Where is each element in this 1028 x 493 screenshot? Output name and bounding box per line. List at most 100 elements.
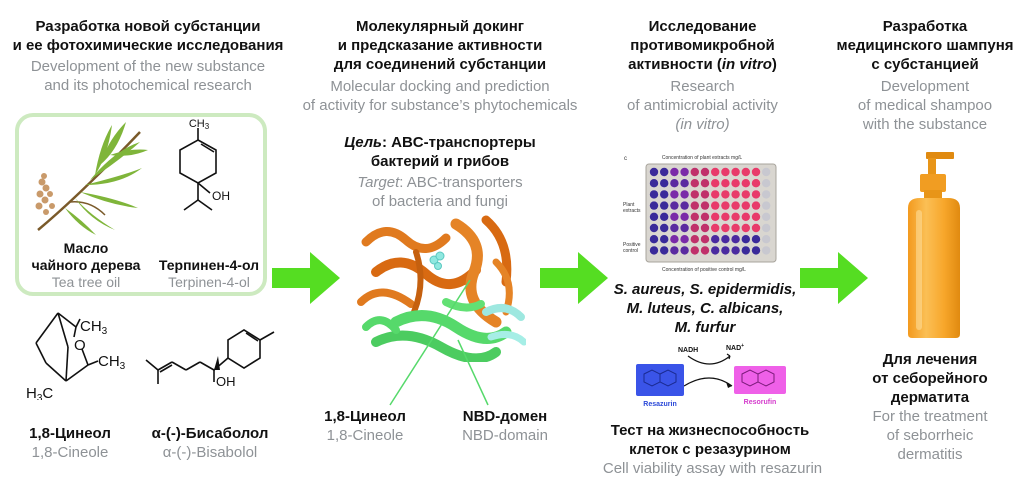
plate-well bbox=[762, 223, 771, 233]
plate-well bbox=[649, 235, 659, 244]
plate-well bbox=[700, 179, 710, 188]
plate-well bbox=[751, 179, 761, 188]
assay-ru-line1: Тест на жизнеспособность bbox=[610, 422, 810, 439]
col4-title-ru: Разработка медицинского шампуня с субста… bbox=[830, 17, 1020, 74]
col2-title-ru-line1: Молекулярный докинг bbox=[355, 18, 525, 35]
plate-well bbox=[680, 201, 689, 210]
col4-title-ru-line2: медицинского шампуня bbox=[836, 37, 1014, 54]
tea-tree-oil-frame bbox=[15, 113, 267, 296]
col1-title-ru-line1: Разработка новой субстанции bbox=[35, 18, 261, 35]
plate-well bbox=[660, 190, 669, 199]
col3-title-ru-line1: Исследование bbox=[648, 18, 757, 35]
plate-side-label-3: Positive bbox=[623, 242, 641, 248]
assay-ru-line2: клеток с резазурином bbox=[629, 441, 791, 458]
col3-title-ru-italic: in vitro bbox=[721, 56, 772, 73]
microbe-line3: M. furfur bbox=[674, 319, 736, 336]
plate-side-label-1: Plant bbox=[623, 202, 635, 208]
col3-title-en-line2: of antimicrobial activity bbox=[627, 97, 778, 114]
resazurin-reaction: NADH NAD+ Resazurin Resorufin bbox=[636, 343, 786, 408]
plate-well bbox=[680, 179, 689, 188]
plate-well bbox=[751, 223, 761, 233]
plate-well bbox=[690, 167, 699, 177]
plate-well bbox=[711, 223, 720, 233]
plate-well bbox=[762, 179, 771, 188]
col4-use-en-line3: dermatitis bbox=[897, 446, 963, 463]
microbe-line2: M. luteus, C. albicans, bbox=[626, 300, 784, 317]
assay-label-ru: Тест на жизнеспособность клеток с резазу… bbox=[590, 421, 830, 459]
col3-title-ru: Исследование противомикробной активности… bbox=[595, 17, 810, 74]
plate-well bbox=[649, 223, 659, 233]
plate-well bbox=[660, 235, 669, 244]
col3-title-ru-line3-a: активности ( bbox=[628, 56, 722, 73]
plate-well bbox=[741, 235, 750, 244]
col4-use-ru-line3: дерматита bbox=[890, 389, 970, 406]
flow-arrow-3 bbox=[800, 252, 868, 304]
plate-well bbox=[731, 223, 740, 233]
plate-well bbox=[751, 190, 761, 199]
plate-well bbox=[721, 212, 730, 221]
col1-title-en: Development of the new substance and its… bbox=[8, 57, 288, 95]
col2-title-en: Molecular docking and prediction of acti… bbox=[278, 77, 602, 115]
microplate-image: c Concentration of plant extracts mg/L C… bbox=[622, 150, 780, 274]
plate-bottom-label: Concentration of positive control mg/L bbox=[662, 267, 746, 273]
target-ru-label: Цель bbox=[344, 134, 382, 151]
plate-well bbox=[690, 212, 699, 221]
microbe-list: S. aureus, S. epidermidis, M. luteus, C.… bbox=[600, 280, 810, 337]
plate-well bbox=[762, 201, 771, 210]
col1-title-en-line1: Development of the new substance bbox=[30, 58, 266, 75]
nbd-domain-label-en: NBD-domain bbox=[462, 427, 548, 444]
plate-well bbox=[670, 201, 679, 210]
plate-well bbox=[660, 201, 669, 210]
plate-well bbox=[721, 201, 730, 210]
col3-title-ru-line3: активности (in vitro) bbox=[595, 55, 810, 74]
plate-well bbox=[751, 235, 761, 244]
plate-well bbox=[741, 223, 750, 233]
col1-title-ru-line2: и ее фотохимические исследования bbox=[12, 37, 284, 54]
plate-well bbox=[751, 246, 761, 255]
plate-well bbox=[711, 235, 720, 244]
plate-well bbox=[680, 246, 689, 255]
plate-well bbox=[741, 212, 750, 221]
plate-well bbox=[700, 190, 710, 199]
plate-well bbox=[741, 201, 750, 210]
plate-well bbox=[700, 201, 710, 210]
col2-title-en-line1: Molecular docking and prediction bbox=[330, 78, 550, 95]
col4-title-en-line1: Development bbox=[880, 78, 970, 95]
plate-well bbox=[680, 167, 689, 177]
plate-well bbox=[741, 190, 750, 199]
col4-use-ru-line1: Для лечения bbox=[882, 351, 978, 368]
protein-docking-illustration bbox=[356, 212, 526, 362]
plate-well bbox=[741, 167, 750, 177]
plate-well bbox=[660, 223, 669, 233]
col2-title-ru-line2: и предсказание активности bbox=[337, 37, 543, 54]
col4-title-ru-line1: Разработка bbox=[882, 18, 968, 35]
bisabolol-structure: OH bbox=[145, 329, 275, 389]
plate-well bbox=[711, 212, 720, 221]
plate-well bbox=[762, 167, 771, 177]
plate-well bbox=[751, 201, 761, 210]
plate-well bbox=[690, 179, 699, 188]
plate-well bbox=[670, 235, 679, 244]
plate-well bbox=[741, 246, 750, 255]
col3-title-ru-line3-end: ) bbox=[771, 56, 777, 73]
col2-cineole-label-en: 1,8-Cineole bbox=[326, 427, 404, 444]
plate-well bbox=[721, 167, 730, 177]
assay-label-en: Cell viability assay with resazurin bbox=[602, 460, 823, 477]
plate-wells bbox=[649, 167, 771, 255]
plate-well bbox=[670, 246, 679, 255]
cineole-label-en: 1,8-Cineole bbox=[31, 444, 109, 461]
col4-use-en-line2: of seborrheic bbox=[886, 427, 974, 444]
col4-title-en-line3: with the substance bbox=[862, 116, 988, 133]
plate-well bbox=[711, 179, 720, 188]
cineole-structure: CH3 O CH3 H3C bbox=[26, 312, 126, 400]
plate-well bbox=[700, 235, 710, 244]
target-ru-text: : ABC-транспортеры bbox=[381, 134, 536, 151]
plate-well bbox=[731, 212, 740, 221]
plate-well bbox=[670, 167, 679, 177]
cineole-methyl-top: CH3 bbox=[80, 318, 108, 337]
plate-well bbox=[741, 179, 750, 188]
plate-well bbox=[690, 223, 699, 233]
col3-title-en-italic: (in vitro) bbox=[675, 116, 730, 133]
plate-well bbox=[660, 212, 669, 221]
terpinen-methyl-label: CH3 bbox=[189, 118, 210, 131]
